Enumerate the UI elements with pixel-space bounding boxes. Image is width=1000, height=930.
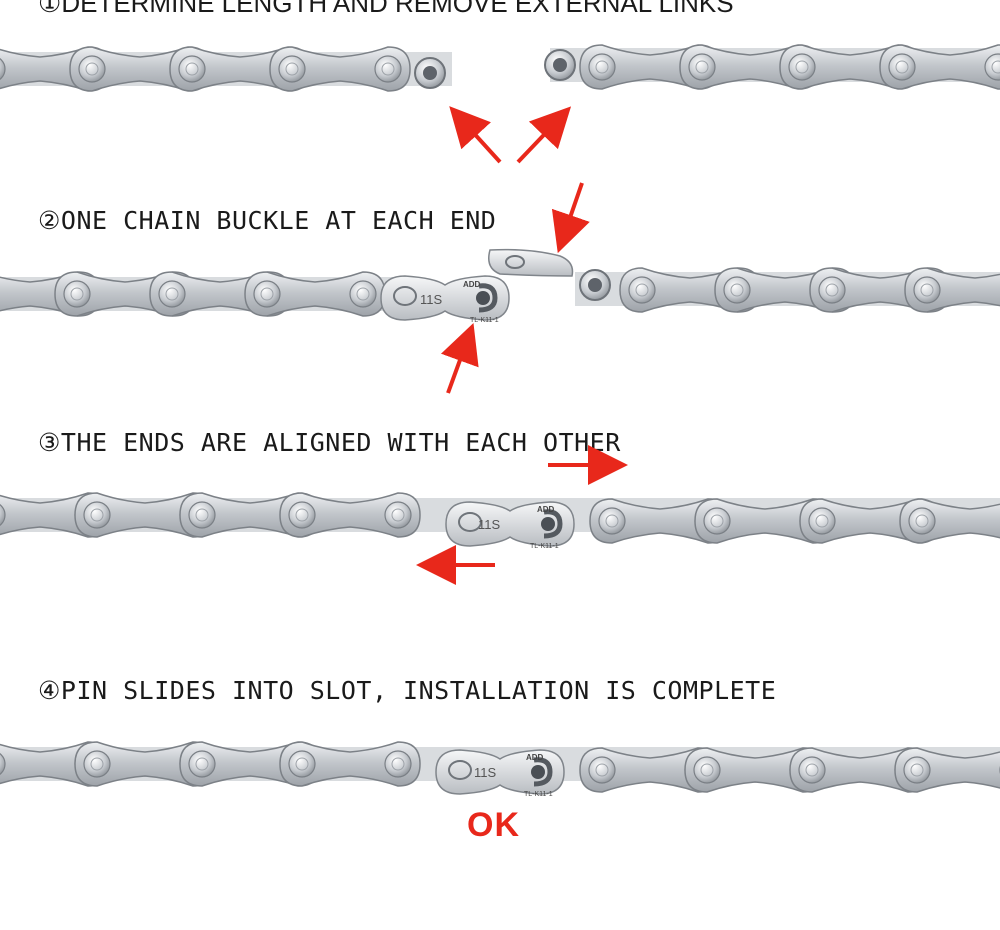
step-1-chain-left	[0, 46, 452, 92]
step-4-text: PIN SLIDES INTO SLOT, INSTALLATION IS CO…	[60, 676, 777, 705]
step-2-master-link-left: 11S TL-K11-1 ADD	[381, 276, 509, 324]
step-3-master-link: 11S TL-K11-1 ADD	[446, 502, 574, 550]
master-link-model-label: TL-K11-1	[530, 543, 559, 550]
master-link-speed-label: 11S	[478, 517, 500, 532]
arrow-icon	[551, 182, 590, 254]
arrow-icon	[441, 322, 479, 394]
master-link-brand-label: ADD	[463, 280, 481, 289]
arrow-icon	[449, 106, 502, 164]
step-2-text: ONE CHAIN BUCKLE AT EACH END	[60, 206, 497, 235]
ok-label: OK	[467, 806, 520, 844]
step-2-title: ②ONE CHAIN BUCKLE AT EACH END	[38, 206, 496, 235]
step-3-title: ③THE ENDS ARE ALIGNED WITH EACH OTHER	[38, 428, 621, 457]
step-1-text: DETERMINE LENGTH AND REMOVE EXTERNAL LIN…	[61, 0, 734, 18]
master-link-brand-label: ADD	[537, 505, 555, 514]
step-1-arrows	[449, 106, 572, 164]
arrow-icon	[516, 106, 572, 164]
step-3-text: THE ENDS ARE ALIGNED WITH EACH OTHER	[60, 428, 621, 457]
master-link-speed-label: 11S	[474, 765, 496, 780]
step-3-number: ③	[38, 428, 61, 457]
master-link-brand-label: ADD	[526, 753, 544, 762]
master-link-model-label: TL-K11-1	[470, 317, 499, 324]
step-2-chain-left	[0, 271, 400, 317]
step-3-arrows	[416, 445, 628, 585]
master-link-model-label: TL-K11-1	[524, 791, 553, 798]
step-2-arrows	[441, 182, 590, 394]
step-2-number: ②	[38, 206, 61, 235]
step-1-number: ①	[38, 0, 62, 18]
step-4-number: ④	[38, 676, 61, 705]
step-4-title: ④PIN SLIDES INTO SLOT, INSTALLATION IS C…	[38, 676, 776, 705]
step-1-chain-right	[544, 44, 1000, 90]
step-4-master-link: 11S TL-K11-1 ADD	[436, 750, 564, 798]
master-link-speed-label: 11S	[420, 292, 442, 307]
step-1-title: ①DETERMINE LENGTH AND REMOVE EXTERNAL LI…	[38, 0, 734, 19]
step-2-master-link-right	[488, 248, 574, 277]
step-2-chain-right	[575, 267, 1000, 313]
